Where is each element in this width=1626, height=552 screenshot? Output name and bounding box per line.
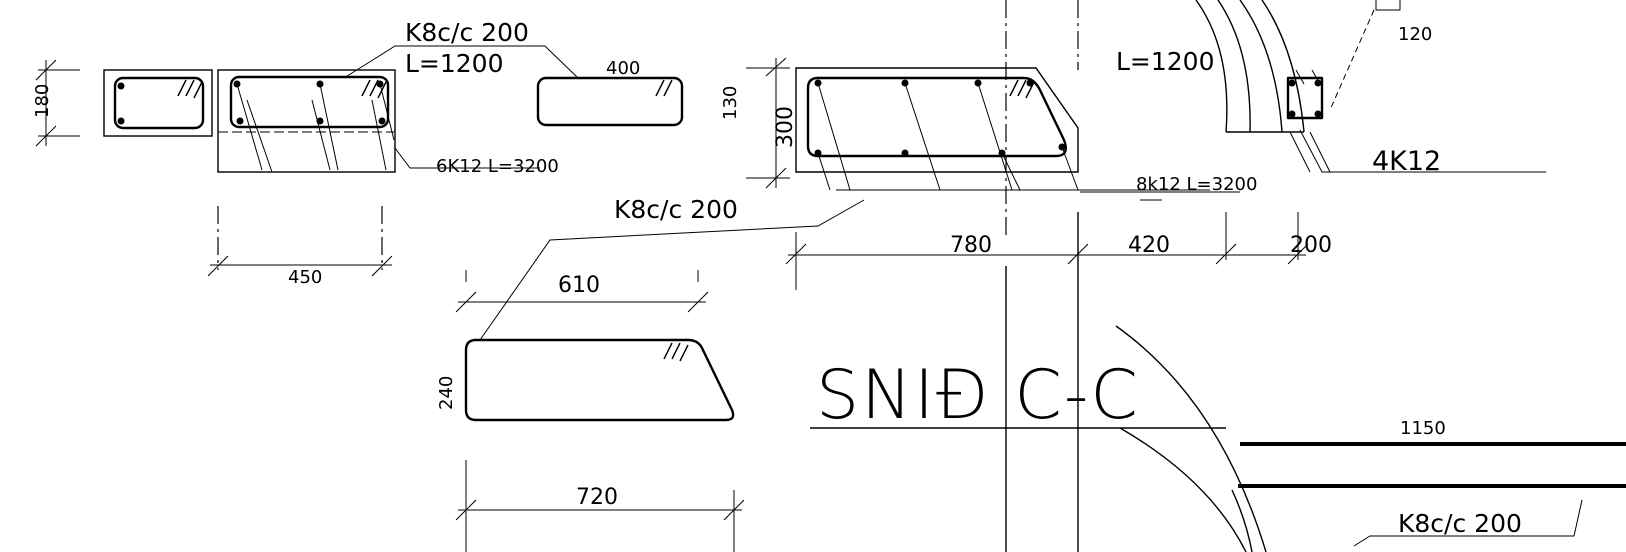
dim-720: 720 <box>576 485 618 510</box>
section-cc <box>810 325 1626 552</box>
section-title: SNIĐ C-C <box>816 356 1140 435</box>
stirrup-left-label: K8c/c 200 <box>405 18 529 47</box>
stirrup-left-length: L=1200 <box>405 49 504 78</box>
dim-1150: 1150 <box>1400 418 1446 439</box>
dim-300: 300 <box>773 106 798 148</box>
dim-420: 420 <box>1128 233 1170 258</box>
dim-130: 130 <box>720 86 741 120</box>
bars-arc-label: 4K12 <box>1372 146 1441 177</box>
dim-180: 180 <box>32 84 53 118</box>
stirrup-mid-label: K8c/c 200 <box>614 195 738 224</box>
left-section <box>35 45 684 277</box>
stirrup-bottom-right-label: K8c/c 200 <box>1398 509 1522 538</box>
dim-200: 200 <box>1290 233 1332 258</box>
stirrup-shape-bottom <box>455 199 865 552</box>
dim-450: 450 <box>288 267 322 288</box>
arc-detail <box>1195 0 1546 173</box>
dim-780: 780 <box>950 233 992 258</box>
bars-left-label: 6K12 L=3200 <box>436 156 559 177</box>
dim-120: 120 <box>1398 24 1432 45</box>
dim-610: 610 <box>558 273 600 298</box>
bars-right-label: 8k12 L=3200 <box>1136 174 1257 195</box>
dim-400: 400 <box>606 58 640 79</box>
stirrup-right-length: L=1200 <box>1116 47 1215 76</box>
dim-240: 240 <box>436 376 457 410</box>
axis-lines <box>1005 0 1079 552</box>
labels: K8c/c 200 L=1200 6K12 L=3200 K8c/c 200 L… <box>32 18 1522 538</box>
